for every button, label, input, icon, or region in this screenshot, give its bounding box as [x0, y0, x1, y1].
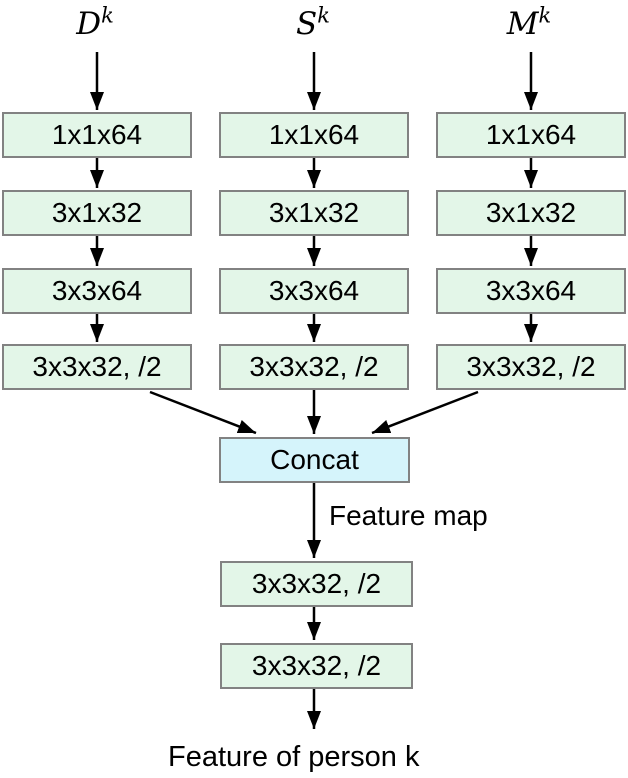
layer-box-d-2: 3x1x32 [2, 190, 192, 236]
arrow-m-concat [371, 390, 479, 435]
layer-box-s-3: 3x3x64 [219, 268, 409, 314]
layer-box-m-2: 3x1x32 [436, 190, 626, 236]
column-header-m: Mk [506, 3, 552, 42]
column-header-m-base: M [506, 6, 539, 42]
column-header-s-sup: k [317, 3, 330, 28]
layer-box-m-4: 3x3x32, /2 [436, 344, 626, 390]
output-label: Feature of person k [168, 741, 420, 773]
layer-box-m-3: 3x3x64 [436, 268, 626, 314]
arrow-d-concat [149, 390, 257, 435]
tail-layer-box-1: 3x3x32, /2 [220, 561, 413, 607]
column-header-s: Sk [296, 3, 330, 42]
layer-box-d-4: 3x3x32, /2 [2, 344, 192, 390]
column-header-d: Dk [76, 3, 114, 42]
concat-box: Concat [219, 437, 410, 483]
layer-box-m-1: 1x1x64 [436, 112, 626, 158]
layer-box-s-4: 3x3x32, /2 [219, 344, 409, 390]
column-header-s-base: S [296, 6, 318, 42]
layer-box-s-2: 3x1x32 [219, 190, 409, 236]
column-header-d-base: D [76, 6, 102, 42]
tail-layer-box-2: 3x3x32, /2 [220, 643, 413, 689]
layer-box-d-1: 1x1x64 [2, 112, 192, 158]
feature-map-label: Feature map [329, 500, 488, 531]
layer-box-s-1: 1x1x64 [219, 112, 409, 158]
layer-box-d-3: 3x3x64 [2, 268, 192, 314]
column-header-m-sup: k [538, 3, 552, 28]
column-header-d-sup: k [101, 3, 114, 28]
